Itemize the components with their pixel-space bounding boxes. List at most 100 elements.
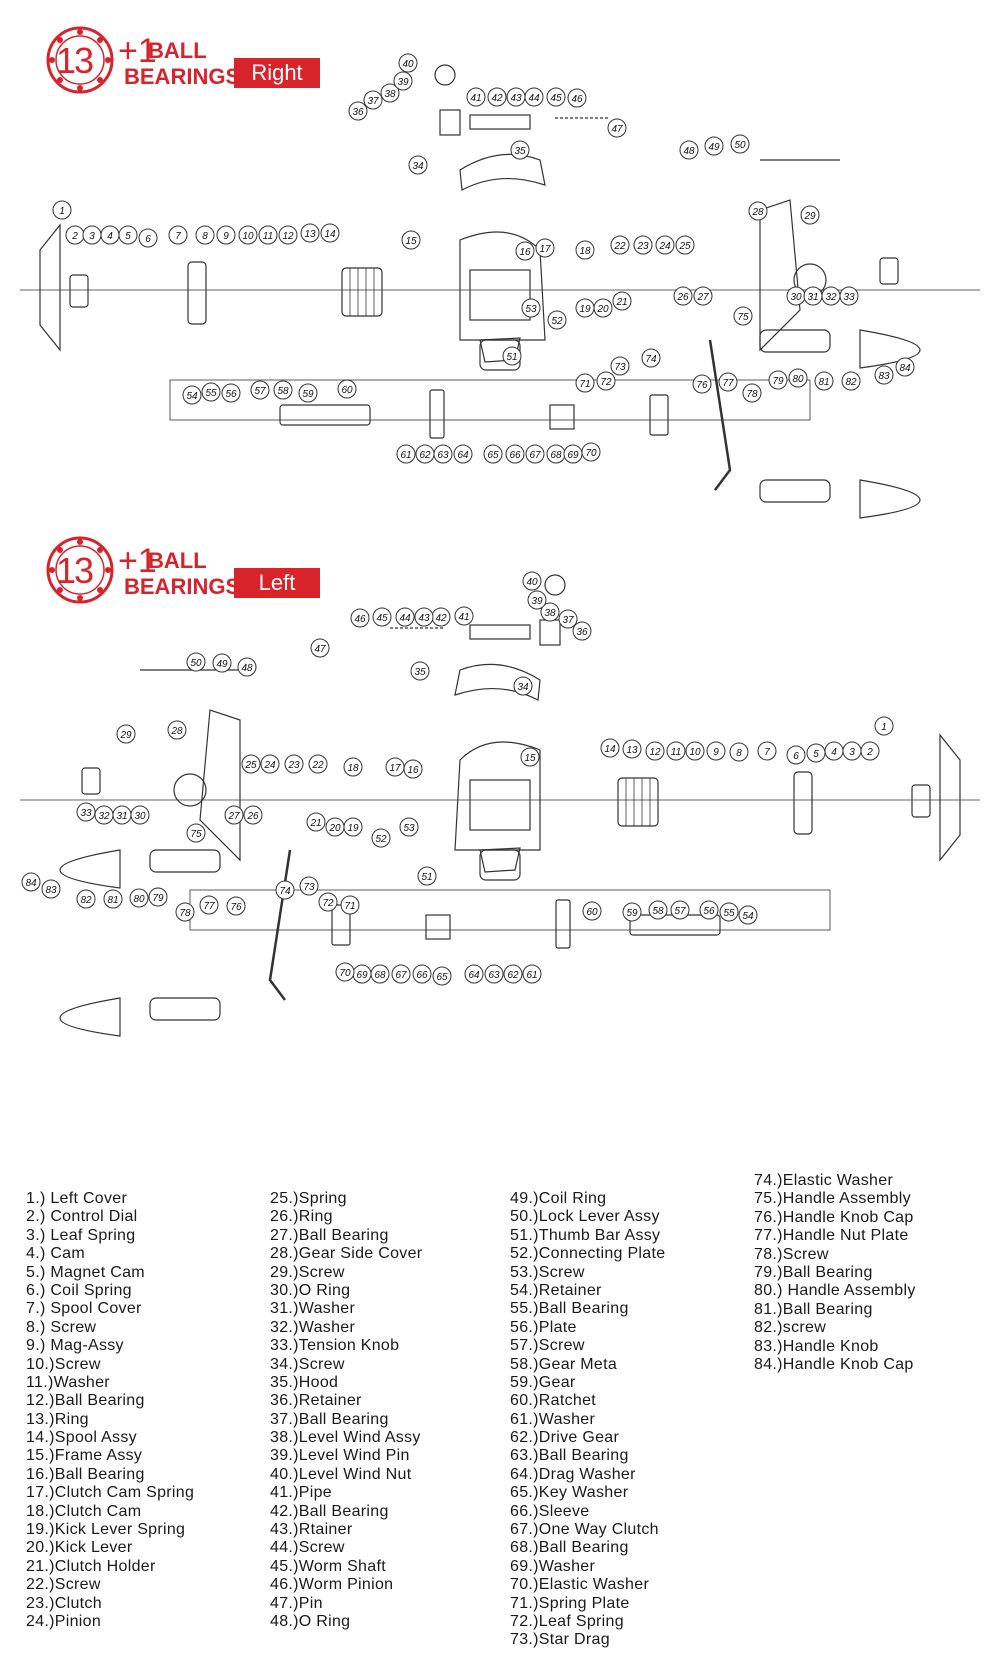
callout-right-18: 18 [575, 240, 595, 260]
callout-right-83: 83 [874, 365, 894, 385]
legend-item: 30.)O Ring [270, 1281, 351, 1299]
callout-label: 5 [125, 231, 131, 242]
legend-item: 23.)Clutch [26, 1594, 102, 1612]
callout-label: 66 [509, 450, 521, 461]
callout-label: 76 [696, 380, 708, 391]
callout-label: 8 [736, 748, 742, 759]
callout-label: 15 [405, 236, 417, 247]
callout-left-8: 8 [729, 742, 749, 762]
callout-label: 78 [179, 908, 191, 919]
callout-right-77: 77 [718, 372, 738, 392]
legend-item: 21.)Clutch Holder [26, 1557, 156, 1575]
legend-item: 49.)Coil Ring [510, 1190, 607, 1207]
callout-label: 61 [400, 450, 411, 461]
callout-label: 58 [277, 386, 289, 397]
callout-label: 2 [71, 231, 78, 242]
legend-item: 64.)Drag Washer [510, 1465, 636, 1483]
callout-label: 65 [436, 972, 448, 983]
callout-right-72: 72 [596, 371, 616, 391]
legend-item: 5.) Magnet Cam [26, 1263, 145, 1281]
callout-left-23: 23 [284, 754, 304, 774]
callout-left-63: 63 [484, 964, 504, 984]
callout-right-63: 63 [433, 444, 453, 464]
callout-label: 73 [303, 882, 315, 893]
callout-right-39: 39 [393, 71, 413, 91]
legend-item: 25.)Spring [270, 1190, 347, 1207]
legend-item: 55.)Ball Bearing [510, 1300, 629, 1318]
callout-right-24: 24 [655, 235, 675, 255]
callout-left-9: 9 [706, 741, 726, 761]
callout-label: 10 [689, 747, 701, 758]
legend-item: 39.)Level Wind Pin [270, 1447, 410, 1465]
callout-left-67: 67 [391, 964, 411, 984]
callout-right-13: 13 [300, 223, 320, 243]
callout-left-3: 3 [842, 741, 862, 761]
callout-right-11: 11 [258, 225, 278, 245]
legend-item: 67.)One Way Clutch [510, 1521, 659, 1539]
legend-item: 10.)Screw [26, 1355, 101, 1373]
callout-right-32: 32 [821, 286, 841, 306]
callout-right-28: 28 [748, 201, 768, 221]
callout-left-54: 54 [738, 905, 758, 925]
callout-left-65: 65 [432, 966, 452, 986]
callout-label: 32 [98, 811, 110, 822]
callout-label: 57 [674, 906, 686, 917]
callout-label: 4 [831, 747, 837, 758]
callout-right-8: 8 [195, 225, 215, 245]
callout-right-58: 58 [273, 380, 293, 400]
callout-left-31: 31 [112, 805, 132, 825]
callout-right-84: 84 [895, 357, 915, 377]
legend-item: 70.)Elastic Washer [510, 1576, 650, 1594]
callout-label: 24 [263, 760, 276, 771]
callout-label: 40 [402, 59, 414, 70]
bearings-label: BEARINGS [124, 64, 241, 89]
callout-label: 45 [376, 613, 388, 624]
callout-right-14: 14 [320, 223, 340, 243]
legend-item: 52.)Connecting Plate [510, 1245, 666, 1263]
legend-item: 35.)Hood [270, 1373, 339, 1391]
callout-left-82: 82 [76, 889, 96, 909]
callout-right-56: 56 [221, 383, 241, 403]
callout-label: 37 [367, 96, 379, 107]
callout-label: 77 [203, 901, 215, 912]
callout-right-40: 40 [398, 53, 418, 73]
callout-left-36: 36 [572, 621, 592, 641]
callout-label: 47 [611, 124, 623, 135]
callout-label: 29 [803, 211, 816, 222]
callout-right-65: 65 [483, 444, 503, 464]
callout-label: 37 [562, 615, 574, 626]
callout-left-58: 58 [648, 900, 668, 920]
legend-item: 56.)Plate [510, 1318, 577, 1336]
legend-item: 27.)Ball Bearing [270, 1226, 389, 1244]
callout-left-50: 50 [186, 652, 206, 672]
callout-label: 4 [107, 231, 113, 242]
legend-item: 83.)Handle Knob [754, 1337, 879, 1355]
callout-label: 50 [734, 140, 746, 151]
callout-label: 63 [488, 970, 500, 981]
callout-label: 53 [525, 304, 537, 315]
callout-left-51: 51 [417, 866, 437, 886]
legend-item: 45.)Worm Shaft [270, 1557, 386, 1575]
callout-label: 43 [418, 613, 430, 624]
callout-right-1: 1 [52, 200, 72, 220]
callout-label: 17 [539, 244, 551, 255]
callout-label: 72 [322, 898, 334, 909]
callout-label: 51 [421, 872, 432, 883]
callout-right-69: 69 [563, 444, 583, 464]
legend-item: 66.)Sleeve [510, 1502, 590, 1520]
callout-label: 55 [723, 908, 735, 919]
callout-left-61: 61 [522, 964, 542, 984]
callout-right-4: 4 [100, 225, 120, 245]
legend-item: 58.)Gear Meta [510, 1355, 618, 1373]
callout-label: 81 [818, 377, 829, 388]
callout-label: 14 [604, 744, 616, 755]
callout-left-76: 76 [226, 896, 246, 916]
callout-label: 41 [470, 93, 481, 104]
callout-right-78: 78 [742, 383, 762, 403]
callout-right-37: 37 [363, 90, 383, 110]
legend-item: 41.)Pipe [270, 1484, 332, 1502]
callout-right-80: 80 [788, 368, 808, 388]
callout-left-29: 29 [116, 724, 136, 744]
